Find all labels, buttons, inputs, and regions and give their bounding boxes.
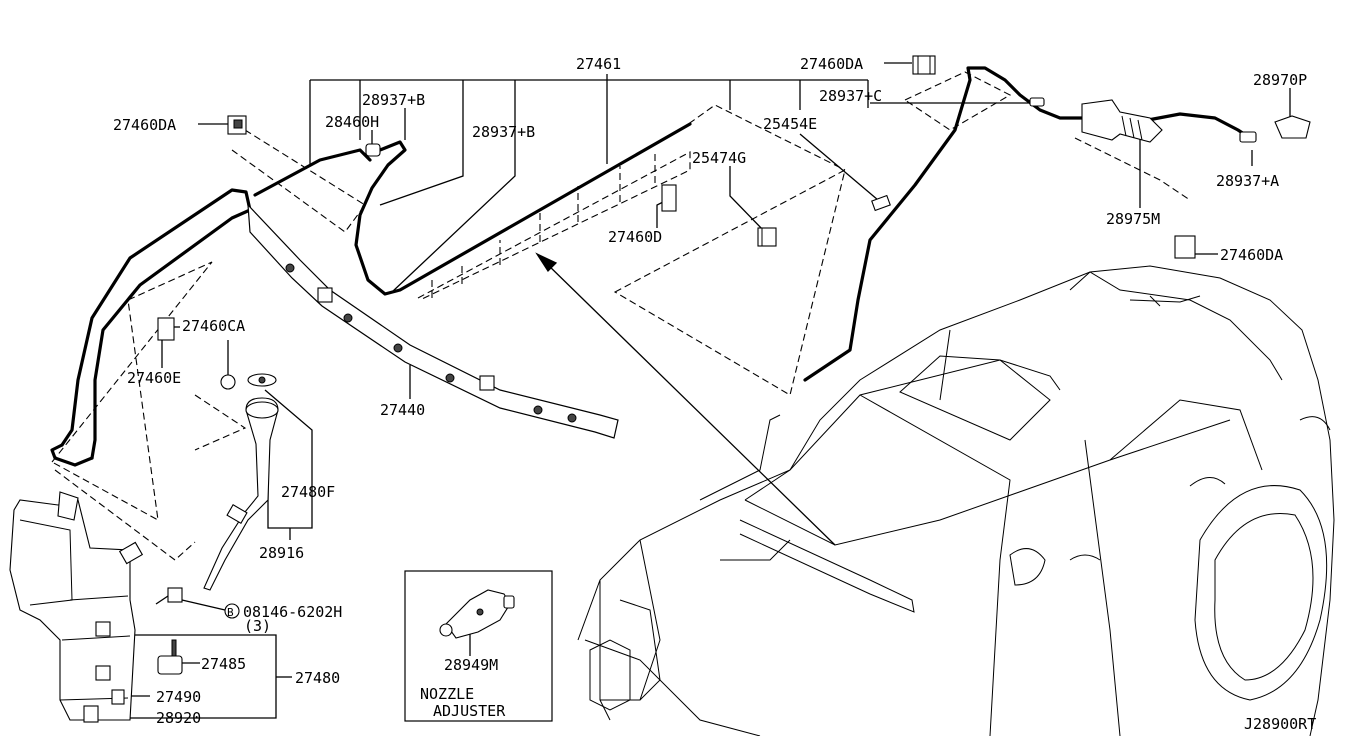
- vehicle-outline: [577, 265, 1335, 736]
- label-27480: 27480: [295, 669, 340, 687]
- inset-title-line2: ADJUSTER: [433, 702, 506, 720]
- label-28937B-upper: 28937+B: [362, 91, 425, 109]
- label-27480F: 27480F: [281, 483, 335, 501]
- dashed-guides: [51, 71, 1191, 561]
- label-27460DA-top: 27460DA: [800, 55, 863, 73]
- label-28937A: 28937+A: [1216, 172, 1279, 190]
- inset-title-line1: NOZZLE: [420, 685, 474, 703]
- label-28970P: 28970P: [1253, 71, 1307, 89]
- label-28949M: 28949M: [444, 656, 498, 674]
- clip-parts: [157, 55, 1311, 390]
- label-27460D: 27460D: [608, 228, 662, 246]
- label-27461: 27461: [576, 55, 621, 73]
- label-bolt-qty: (3): [244, 617, 271, 635]
- label-27485: 27485: [201, 655, 246, 673]
- label-27460DA-right: 27460DA: [1220, 246, 1283, 264]
- label-28975M: 28975M: [1106, 210, 1160, 228]
- bolt-circle-letter: B: [227, 606, 234, 619]
- callout-lines: [120, 62, 1291, 719]
- nozzle-rail-27440: [247, 203, 619, 439]
- part-labels: 27461 27460DA 28970P 28937+B 28937+C 284…: [113, 55, 1316, 733]
- label-28937B-lower: 28937+B: [472, 123, 535, 141]
- label-28916: 28916: [259, 544, 304, 562]
- bolt-circle-mark: [224, 603, 240, 619]
- label-25474G: 25474G: [692, 149, 746, 167]
- label-28937C: 28937+C: [819, 87, 882, 105]
- label-27460E: 27460E: [127, 369, 181, 387]
- label-27460DA-left: 27460DA: [113, 116, 176, 134]
- diagram-id: J28900RT: [1244, 715, 1316, 733]
- filler-neck: [203, 373, 279, 591]
- washer-tank: [9, 491, 144, 721]
- label-08146-6202H: 08146-6202H: [243, 603, 342, 621]
- label-27440: 27440: [380, 401, 425, 419]
- label-28460H: 28460H: [325, 113, 379, 131]
- tank-components: [83, 587, 183, 723]
- label-25454E: 25454E: [763, 115, 817, 133]
- label-27490: 27490: [156, 688, 201, 706]
- nozzle-adjuster-inset: [404, 570, 553, 722]
- label-27460CA: 27460CA: [182, 317, 245, 335]
- label-28920: 28920: [156, 709, 201, 727]
- washer-hose: [50, 66, 1252, 467]
